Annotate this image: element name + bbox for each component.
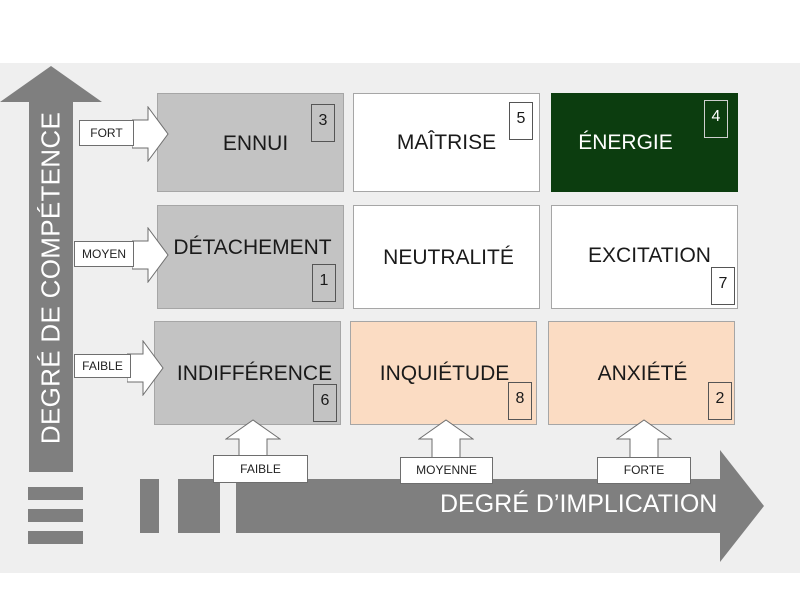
competence-arrow-shaft bbox=[29, 100, 73, 472]
cell-number: 6 bbox=[313, 384, 337, 422]
axis-bar bbox=[28, 531, 83, 544]
cell-title: INQUIÉTUDE bbox=[379, 362, 510, 385]
competence-arrow-head bbox=[0, 66, 102, 102]
competence-level-moyen: MOYEN bbox=[74, 241, 134, 267]
cell-title: EXCITATION bbox=[588, 244, 711, 267]
axis-bar bbox=[28, 487, 83, 500]
implication-arrow-head bbox=[720, 450, 764, 562]
cell-number: 1 bbox=[312, 264, 336, 302]
cell-title: ENNUI bbox=[222, 132, 289, 155]
competence-level-fort: FORT bbox=[79, 120, 134, 146]
cell-indifference: INDIFFÉRENCE 6 bbox=[154, 321, 341, 425]
arrow-up-icon bbox=[225, 419, 281, 459]
competence-level-faible: FAIBLE bbox=[74, 354, 131, 378]
axis-bar bbox=[140, 479, 159, 533]
implication-axis-label: DEGRÉ D’IMPLICATION bbox=[440, 490, 718, 518]
cell-title: MAÎTRISE bbox=[396, 131, 497, 154]
implication-arrow-shaft bbox=[236, 479, 720, 533]
cell-number: 7 bbox=[711, 267, 735, 305]
implication-level-moyenne: MOYENNE bbox=[400, 457, 493, 484]
cell-title: INDIFFÉRENCE bbox=[176, 362, 333, 385]
cell-neutralite: NEUTRALITÉ bbox=[353, 205, 540, 309]
cell-number: 8 bbox=[508, 382, 532, 420]
cell-title: DÉTACHEMENT bbox=[173, 236, 332, 259]
cell-number: 3 bbox=[311, 104, 335, 142]
arrow-up-icon bbox=[418, 419, 474, 459]
cell-anxiete: ANXIÉTÉ 2 bbox=[548, 321, 735, 425]
axis-bar bbox=[28, 509, 83, 522]
cell-title: NEUTRALITÉ bbox=[383, 246, 514, 269]
cell-inquietude: INQUIÉTUDE 8 bbox=[350, 321, 537, 425]
cell-excitation: EXCITATION 7 bbox=[551, 205, 738, 309]
competence-axis-label: DEGRÉ DE COMPÉTENCE bbox=[35, 111, 66, 445]
cell-number: 2 bbox=[708, 382, 732, 420]
cell-number: 4 bbox=[704, 100, 728, 138]
arrow-right-icon bbox=[132, 227, 169, 283]
cell-title: ÉNERGIE bbox=[578, 131, 673, 154]
cell-title: ANXIÉTÉ bbox=[597, 362, 688, 385]
axis-bar bbox=[178, 479, 220, 533]
cell-detachement: DÉTACHEMENT 1 bbox=[157, 205, 344, 309]
arrow-up-icon bbox=[616, 419, 672, 459]
cell-energie: ÉNERGIE 4 bbox=[551, 93, 738, 192]
arrow-right-icon bbox=[127, 340, 164, 396]
cell-number: 5 bbox=[509, 102, 533, 140]
cell-maitrise: MAÎTRISE 5 bbox=[353, 93, 540, 192]
implication-level-forte: FORTE bbox=[597, 457, 691, 484]
implication-level-faible: FAIBLE bbox=[213, 455, 308, 483]
arrow-right-icon bbox=[132, 106, 169, 162]
cell-ennui: ENNUI 3 bbox=[157, 93, 344, 192]
